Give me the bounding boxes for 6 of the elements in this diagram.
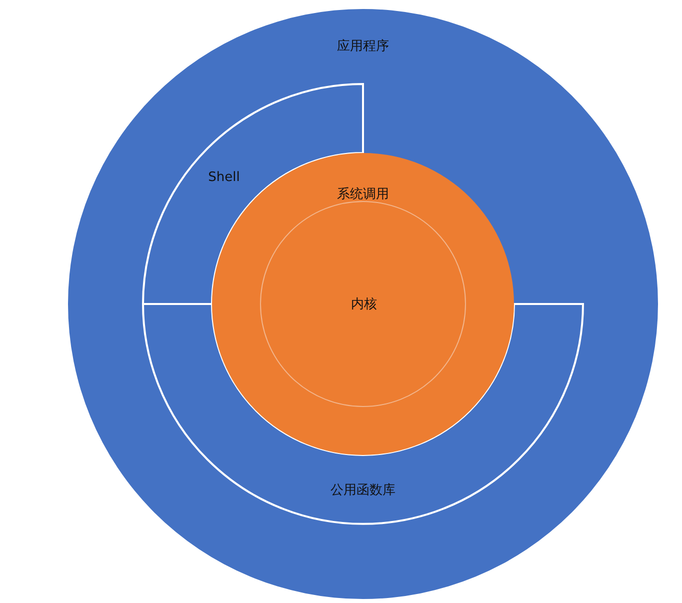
layer-label: 应用程序 bbox=[337, 39, 389, 55]
layer-label: 公用函数库 bbox=[330, 483, 396, 499]
layer-label: 系统调用 bbox=[337, 187, 389, 203]
layer-label: 内核 bbox=[351, 297, 377, 313]
layer-label: Shell bbox=[208, 170, 240, 186]
inner-circle bbox=[260, 201, 466, 407]
